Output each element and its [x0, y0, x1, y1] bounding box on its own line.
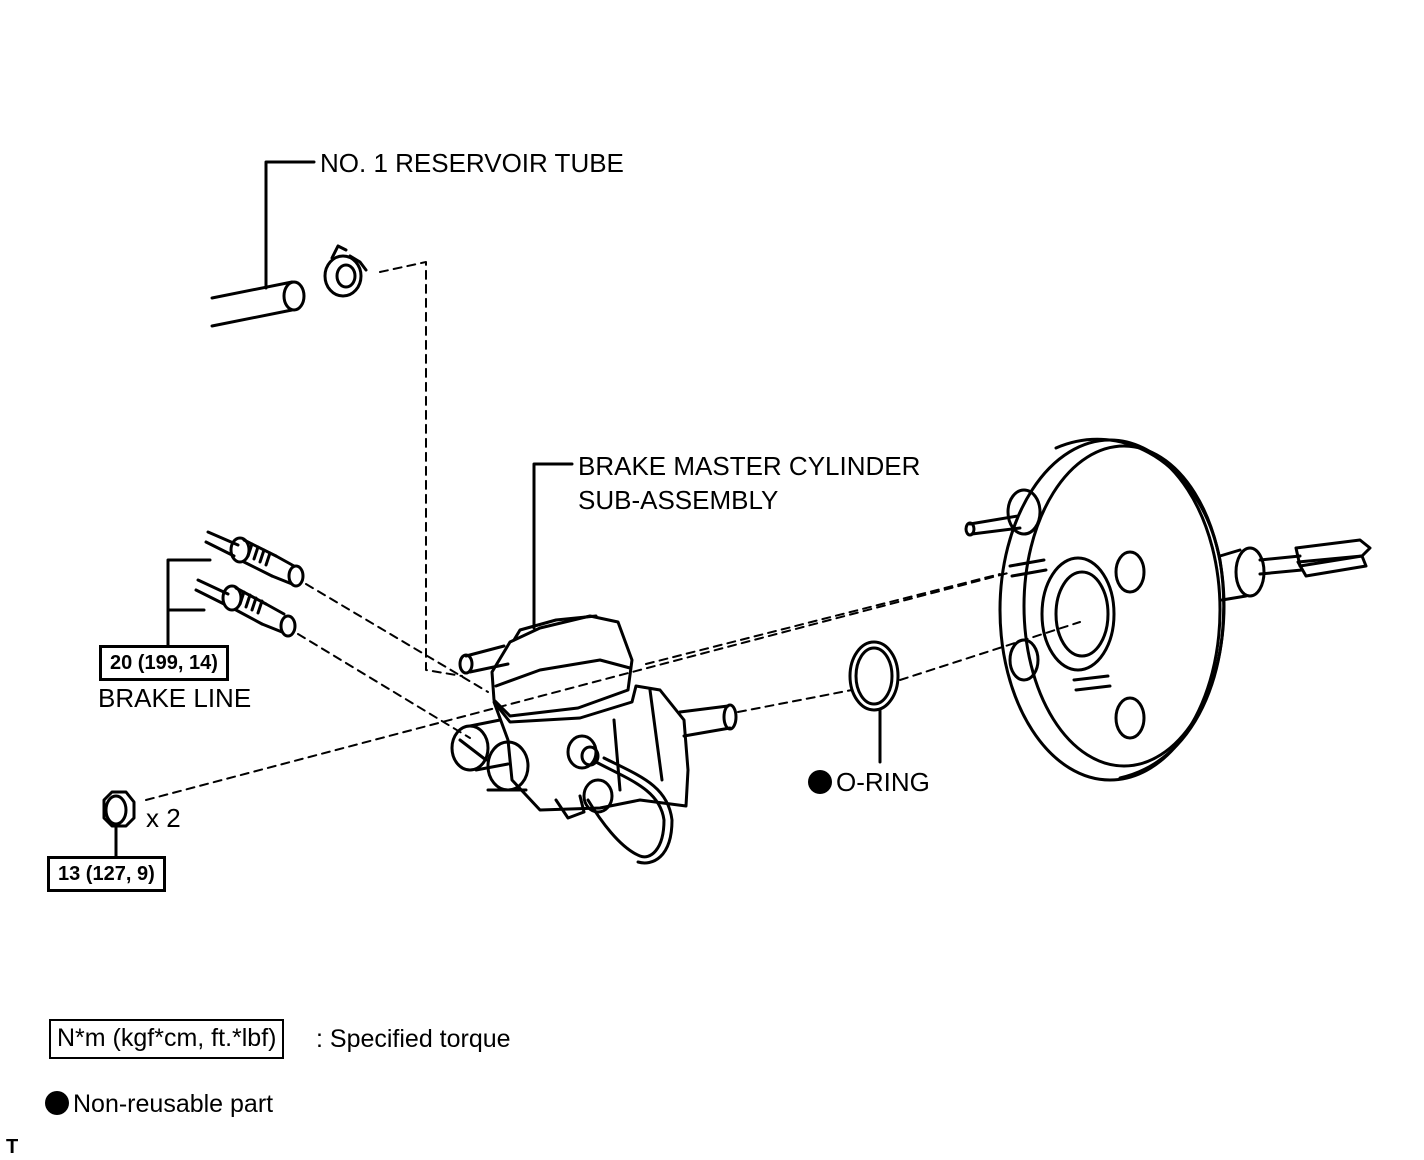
o-ring-label: O-RING [836, 767, 930, 797]
brake-line-label: BRAKE LINE [98, 683, 252, 713]
flange-nut [102, 790, 136, 858]
reservoir-tube-label: NO. 1 RESERVOIR TUBE [320, 148, 624, 178]
brake-line-upper [204, 530, 305, 588]
o-ring-label-row: O-RING [808, 767, 930, 797]
non-reusable-legend-text: Non-reusable part [73, 1090, 274, 1118]
nut-quantity-label: x 2 [146, 803, 181, 833]
torque-legend-box: N*m (kgf*cm, ft.*lbf) [49, 1019, 285, 1059]
filled-circle-icon [45, 1091, 69, 1115]
corner-mark: T [6, 1136, 19, 1158]
brake-line-torque-box: 20 (199, 14) [99, 645, 229, 681]
brake-booster [964, 437, 1372, 782]
o-ring-part [848, 640, 900, 764]
torque-legend-text: : Specified torque [316, 1025, 511, 1053]
non-reusable-legend: Non-reusable part [45, 1089, 273, 1119]
master-cylinder-label-line1: BRAKE MASTER CYLINDER [578, 451, 921, 481]
tube-clip [323, 244, 368, 298]
filled-circle-icon [808, 770, 832, 794]
nut-torque-box: 13 (127, 9) [47, 856, 166, 892]
brake-master-cylinder [450, 462, 738, 865]
brake-line-lower [194, 578, 297, 638]
master-cylinder-label-line2: SUB-ASSEMBLY [578, 485, 779, 515]
reservoir-tube [210, 160, 316, 328]
